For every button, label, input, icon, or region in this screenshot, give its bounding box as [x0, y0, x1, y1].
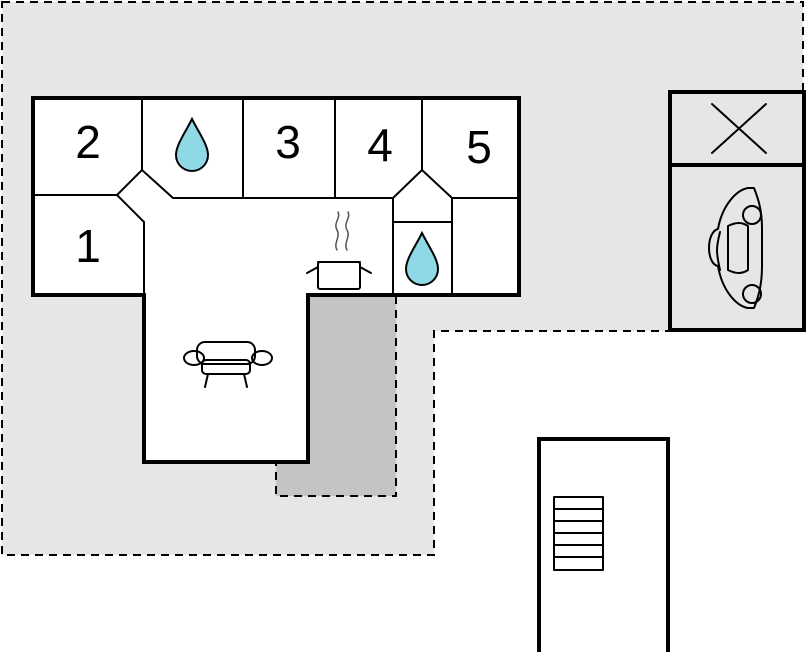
cooking-pot-icon	[306, 211, 372, 290]
cross-icon	[711, 103, 767, 154]
stairs-building	[537, 437, 670, 652]
room-4-label: 4	[367, 119, 393, 171]
house-footprint	[33, 98, 519, 462]
armchair-icon	[183, 341, 273, 388]
room-2-label: 2	[75, 116, 101, 168]
room-5-label: 5	[466, 121, 492, 173]
interior-walls	[33, 98, 519, 295]
plot-boundary	[1, 1, 804, 556]
room-1-label: 1	[75, 220, 101, 272]
car-icon	[708, 187, 763, 309]
water-drop-icon	[174, 116, 210, 172]
stairs-icon	[553, 496, 604, 571]
room-3-label: 3	[275, 116, 301, 168]
water-drop-icon	[404, 230, 440, 286]
house-outer-wall	[31, 96, 521, 464]
patio-boundary	[275, 296, 397, 497]
carport	[668, 90, 806, 332]
